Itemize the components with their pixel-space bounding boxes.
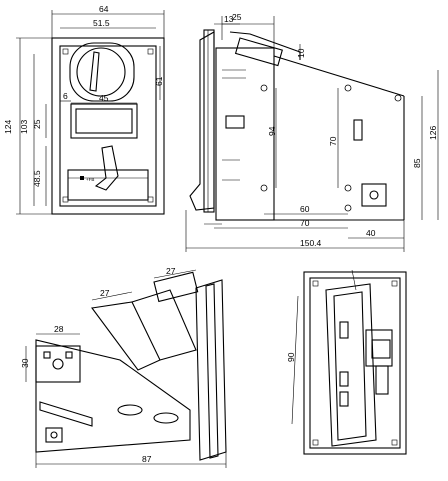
br-sensor-3: [339, 391, 349, 407]
bl-bracket-hole: [52, 358, 64, 370]
bl-chute-top: [131, 289, 197, 361]
dim-side-40: 40: [366, 228, 376, 238]
side-connector: [361, 183, 387, 207]
bl-slot-3: [153, 412, 179, 424]
dim-side-85: 85: [412, 158, 422, 168]
mount-hole-tr: [147, 48, 154, 55]
dim-side-13: 13: [224, 14, 234, 24]
bl-connector: [45, 427, 63, 443]
br-solenoid-block: [365, 329, 393, 367]
coin-knob-housing: [69, 42, 135, 102]
dim-bl-87: 87: [142, 454, 152, 464]
dim-61: 61: [154, 76, 164, 86]
bl-bracket: [35, 345, 81, 383]
coin-entry-window: [75, 108, 133, 134]
dim-side-25: 25: [232, 12, 242, 22]
bl-slot-1: [39, 401, 93, 427]
dim-25: 25: [32, 119, 42, 129]
bottom-right-view: 90: [286, 269, 407, 455]
dim-side-126: 126: [428, 126, 438, 140]
br-sensor-2: [339, 371, 349, 387]
dim-64: 64: [99, 4, 109, 14]
dim-bl-30: 30: [20, 358, 30, 368]
bl-chute: [91, 301, 161, 371]
side-front-plate: [189, 31, 215, 211]
coin-slot-lever: [89, 51, 100, 92]
tag-marker: [80, 176, 84, 180]
dim-line-bl-27a: [91, 291, 133, 301]
dim-side-70: 70: [300, 218, 310, 228]
side-tab: [353, 119, 363, 141]
dim-side-10: 10: [296, 48, 306, 58]
dim-bl-27b: 27: [166, 266, 176, 276]
dim-side-150: 150.4: [300, 238, 322, 248]
br-plate-outline: [303, 271, 407, 455]
bl-coin-entry: [153, 271, 199, 303]
side-bezel: [203, 29, 215, 213]
coin-entry-slot: [70, 103, 138, 139]
bottom-left-view: 27 27 28 30 87: [20, 266, 227, 468]
tag-label: +FB: [86, 177, 94, 182]
dim-side-94: 94: [267, 126, 277, 136]
dim-48-5: 48.5: [32, 170, 42, 187]
dim-6: 6: [63, 91, 68, 101]
dim-bl-27a: 27: [100, 288, 110, 298]
dim-103: 103: [19, 120, 29, 134]
front-view: +FB 64 51.5 124 103 25 48.5 6 45 61: [3, 4, 165, 215]
side-hole-5: [394, 94, 402, 102]
side-body: [215, 47, 275, 221]
mount-hole-tl: [62, 48, 69, 55]
side-slope-top: [273, 55, 405, 97]
side-solenoid: [225, 115, 245, 129]
coin-return-lever: [94, 145, 119, 191]
bl-slot-2: [117, 404, 143, 416]
side-hole-1: [260, 84, 268, 92]
dim-line-br-90: [291, 295, 299, 425]
side-top-chute: [229, 31, 301, 60]
front-inner-border: [59, 45, 157, 207]
dim-br-90: 90: [286, 352, 296, 362]
br-coin-path: [333, 291, 367, 441]
bl-front-plate: [195, 279, 227, 461]
side-hole-6: [344, 204, 352, 212]
dim-side-70-vert: 70: [328, 136, 338, 146]
bl-base-plate: [35, 339, 191, 453]
dim-124: 124: [3, 120, 13, 134]
mount-hole-br: [147, 196, 154, 203]
br-sensor-1: [339, 321, 349, 339]
br-inner-border: [309, 277, 401, 449]
coin-knob: [76, 47, 126, 97]
side-hole-3: [344, 84, 352, 92]
coin-return-area: [67, 169, 149, 201]
dim-bl-28: 28: [54, 324, 64, 334]
side-hole-2: [260, 184, 268, 192]
dim-45: 45: [99, 93, 109, 103]
br-lever: [375, 365, 389, 395]
side-view: 25 13 10 94 70 85 126 60 70 40 150.4: [185, 12, 439, 252]
dim-51-5: 51.5: [93, 18, 110, 28]
side-coin-chute: [234, 37, 283, 67]
dim-line-bl-27b: [153, 269, 197, 279]
front-plate-outline: [51, 37, 165, 215]
br-mechanism-body: [325, 283, 377, 447]
mount-hole-bl: [62, 196, 69, 203]
side-hole-4: [344, 184, 352, 192]
dim-side-60: 60: [300, 204, 310, 214]
